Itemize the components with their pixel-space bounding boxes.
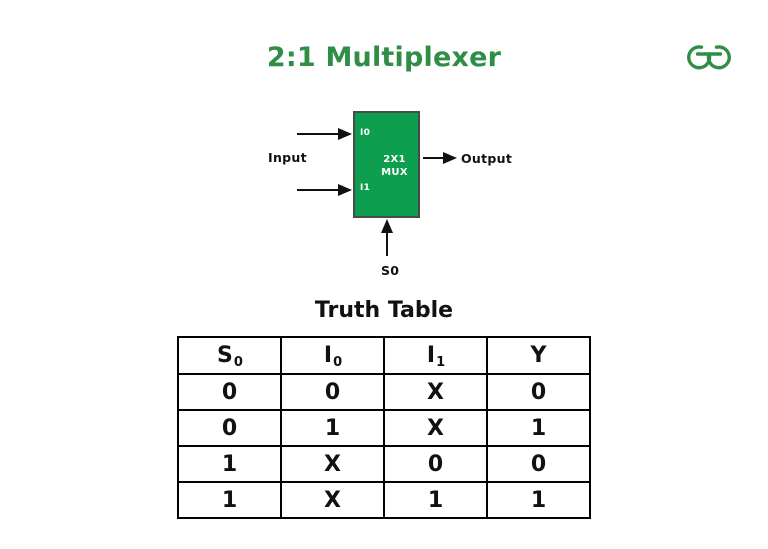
truth-table-cell: 0: [280, 373, 385, 411]
truth-table-cell: 0: [177, 409, 282, 447]
mux-center-label: 2X1 MUX: [355, 153, 422, 179]
mux-input-label-i1: I1: [360, 183, 371, 193]
truth-table-header-row: S0 I0 I1 Y: [177, 336, 591, 375]
output-label: Output: [461, 151, 513, 166]
mux-block-diagram: I0 I1 2X1 MUX Input Output S0: [268, 111, 513, 278]
page-title: 2:1 Multiplexer: [266, 42, 502, 73]
mux-diagram-wires: [297, 128, 457, 256]
truth-table-cell: 0: [486, 445, 591, 483]
mux-input-label-i0: I0: [360, 128, 371, 138]
truth-table-header-subscript: 1: [436, 355, 446, 370]
select-label-s0: S0: [381, 263, 400, 278]
truth-table-cell: 1: [177, 445, 282, 483]
input-label: Input: [268, 150, 307, 165]
truth-table-header-subscript: 0: [333, 355, 343, 370]
truth-table-cell: 1: [486, 409, 591, 447]
truth-table-cell: X: [383, 373, 488, 411]
truth-table-header-i0: I0: [280, 336, 385, 375]
truth-table-header-s0: S0: [177, 336, 282, 375]
truth-table-cell: 0: [383, 445, 488, 483]
truth-table-cell: X: [280, 481, 385, 519]
truth-table-cell: 1: [177, 481, 282, 519]
truth-table-cell: X: [383, 409, 488, 447]
truth-table-header-subscript: 0: [233, 355, 243, 370]
truth-table-cell: 1: [280, 409, 385, 447]
truth-table-header-i1: I1: [383, 336, 488, 375]
truth-table-cell: 1: [486, 481, 591, 519]
truth-table-cell: 0: [177, 373, 282, 411]
truth-table-cell: X: [280, 445, 385, 483]
mux-center-label-line2: MUX: [381, 167, 408, 178]
truth-table-cell: 0: [486, 373, 591, 411]
truth-table-heading: Truth Table: [314, 298, 454, 323]
mux-center-label-line1: 2X1: [383, 154, 406, 165]
truth-table-cell: 1: [383, 481, 488, 519]
geeksforgeeks-logo: [676, 34, 742, 74]
mux-block: I0 I1 2X1 MUX: [353, 111, 420, 218]
truth-table-header-y: Y: [486, 336, 591, 375]
geeksforgeeks-logo-glyph: [687, 45, 731, 70]
